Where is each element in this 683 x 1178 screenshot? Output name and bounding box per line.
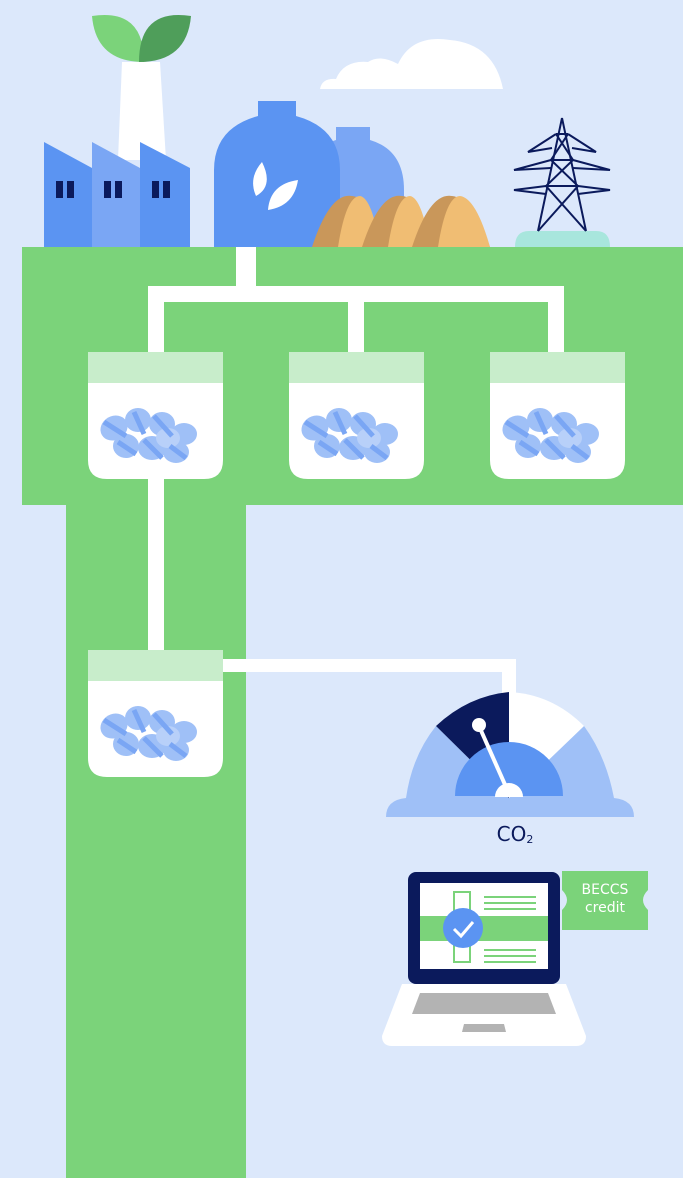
pipe-network <box>148 247 564 695</box>
plant-sprout-icon <box>92 14 191 62</box>
beccs-credit-line1: BECCS <box>581 882 629 898</box>
laptop-icon <box>382 872 586 1046</box>
wood-pile-icon <box>312 195 490 247</box>
pellet-container-1 <box>88 352 223 479</box>
pellet-container-3 <box>490 352 625 479</box>
factory-icon <box>44 62 190 247</box>
beccs-credit-label: BECCS credit <box>565 881 645 917</box>
beccs-credit-line2: credit <box>584 900 626 916</box>
credit-ticket-icon <box>562 871 648 930</box>
cloud-icon <box>320 39 503 89</box>
pellet-container-2 <box>289 352 424 479</box>
co2-label: CO2 <box>470 822 560 846</box>
check-icon <box>443 908 483 948</box>
pellet-container-4 <box>88 650 223 777</box>
co2-label-main: CO <box>496 822 527 846</box>
co2-label-subscript: 2 <box>526 833 534 846</box>
power-pylon-icon <box>513 117 611 247</box>
co2-gauge-icon <box>386 692 634 817</box>
